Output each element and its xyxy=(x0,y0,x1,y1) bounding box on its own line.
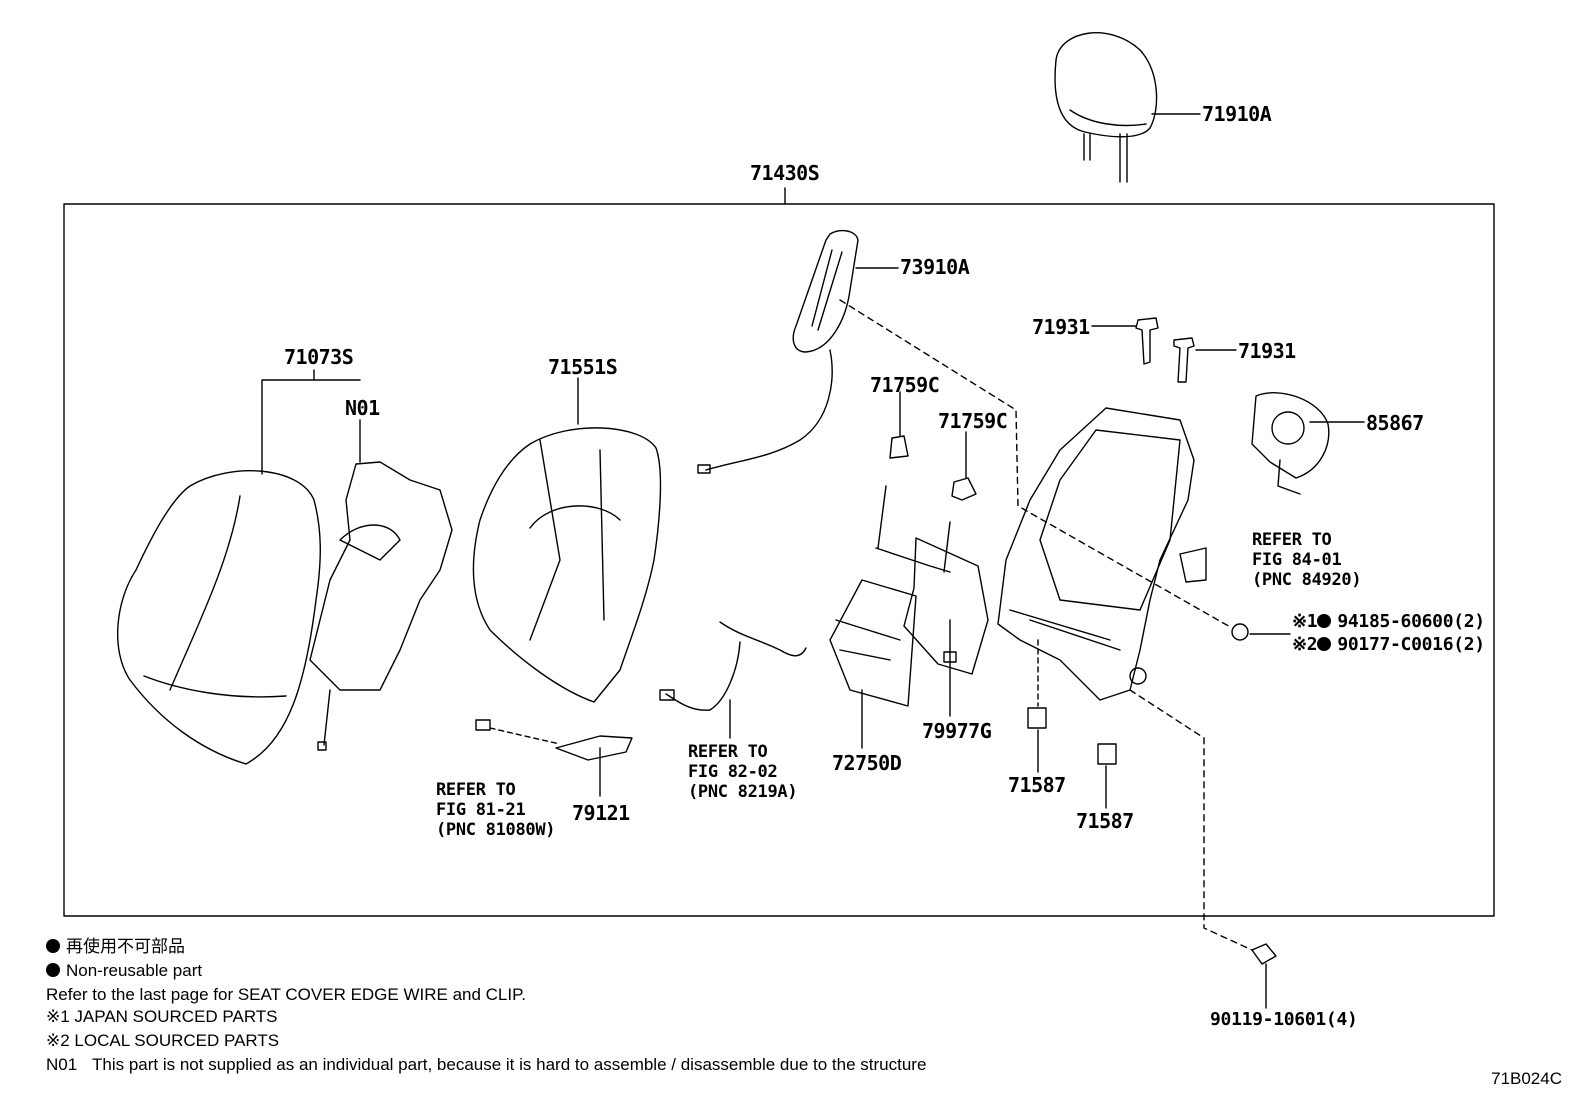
nut-japan-label: ※1 94185-60600(2) xyxy=(1292,612,1485,632)
back-cover-part xyxy=(116,369,361,765)
nut-local-label: ※2 90177-C0016(2) xyxy=(1292,635,1485,655)
bolt-part xyxy=(1251,943,1277,1009)
ref-fig-84-01: REFER TO FIG 84-01 (PNC 84920) xyxy=(1252,530,1362,590)
bullet-icon xyxy=(46,963,60,977)
n01-part xyxy=(309,419,453,751)
note-n01-label: N01 xyxy=(46,1055,78,1074)
cover-84920-part xyxy=(1179,547,1207,583)
label-79121: 79121 xyxy=(572,801,630,825)
clip-right-part xyxy=(1097,743,1117,809)
label-N01: N01 xyxy=(345,396,380,420)
nut-local-mark: ※2 xyxy=(1292,634,1318,655)
support-upper-part xyxy=(889,391,909,459)
clip-left-part xyxy=(1027,639,1047,773)
label-72750D: 72750D xyxy=(832,751,902,775)
figure-code: 71B024C xyxy=(1491,1069,1562,1088)
pad-79121-part xyxy=(475,719,633,797)
board-part xyxy=(903,537,989,717)
label-73910A: 73910A xyxy=(900,255,970,279)
harness-part xyxy=(659,621,807,739)
nut-part xyxy=(1231,623,1291,641)
note-n01-text: This part is not supplied as an individu… xyxy=(92,1055,927,1074)
label-85867: 85867 xyxy=(1366,411,1424,435)
note-japan-sourced: ※1 JAPAN SOURCED PARTS xyxy=(46,1007,278,1026)
label-71931-right: 71931 xyxy=(1238,339,1296,363)
note-local-sourced: ※2 LOCAL SOURCED PARTS xyxy=(46,1031,280,1050)
label-71551S: 71551S xyxy=(548,355,618,379)
frame-part xyxy=(997,407,1195,701)
lumbar-part xyxy=(829,485,951,749)
label-71587-right: 71587 xyxy=(1076,809,1134,833)
label-79977G: 79977G xyxy=(922,719,992,743)
assembly-box xyxy=(63,203,1495,917)
bolt-label: 90119-10601(4) xyxy=(1210,1009,1358,1030)
bullet-icon xyxy=(46,939,60,953)
ref-fig-81-21: REFER TO FIG 81-21 (PNC 81080W) xyxy=(436,780,556,840)
heater-part xyxy=(697,229,899,474)
label-71430S: 71430S xyxy=(750,161,820,185)
nonreusable-dot xyxy=(1317,637,1332,651)
ref-fig-82-02: REFER TO FIG 82-02 (PNC 8219A) xyxy=(688,742,798,802)
note-nonreusable-en: Non-reusable part xyxy=(46,960,202,982)
label-71910A: 71910A xyxy=(1202,102,1272,126)
note-refer-last-page: Refer to the last page for SEAT COVER ED… xyxy=(46,985,526,1004)
label-71931-left: 71931 xyxy=(1032,315,1090,339)
support-lower-part xyxy=(951,431,977,501)
pad-part xyxy=(472,377,662,703)
label-71759C-lower: 71759C xyxy=(938,409,1008,433)
nut-japan-mark: ※1 xyxy=(1292,611,1318,632)
nut-local-number: 90177-C0016(2) xyxy=(1337,634,1485,655)
cover-85867-part xyxy=(1251,392,1365,495)
nut-japan-number: 94185-60600(2) xyxy=(1337,611,1485,632)
label-71759C-upper: 71759C xyxy=(870,373,940,397)
label-71587-left: 71587 xyxy=(1008,773,1066,797)
note-nonreusable-jp: 再使用不可部品 xyxy=(46,936,185,958)
guide-left-part xyxy=(1091,317,1159,365)
guide-right-part xyxy=(1173,337,1237,383)
note-n01: N01 This part is not supplied as an indiv… xyxy=(46,1054,926,1076)
headrest-part xyxy=(1054,32,1201,183)
nonreusable-dot xyxy=(1317,614,1332,628)
label-71073S: 71073S xyxy=(284,345,354,369)
